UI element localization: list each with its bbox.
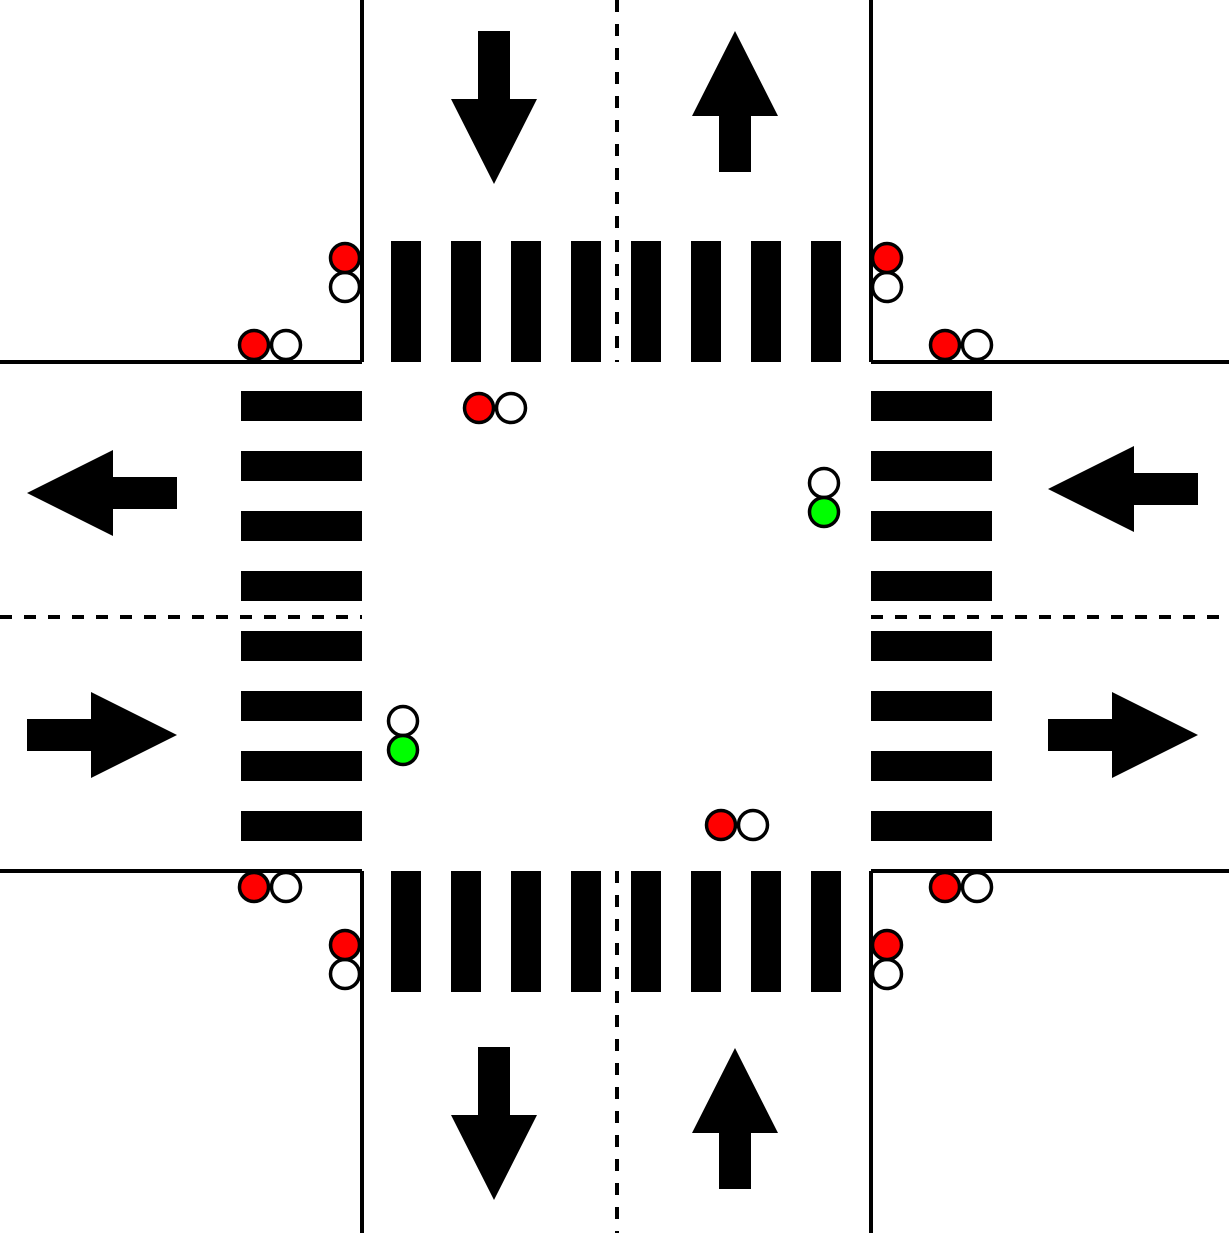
arrow-west-left: [27, 450, 177, 536]
crosswalk-south: [391, 871, 841, 992]
crosswalk-stripe: [871, 451, 992, 481]
signal-lamp-off: [269, 870, 303, 904]
arrow-west-right: [27, 692, 177, 778]
crosswalk-stripe: [241, 391, 362, 421]
pedestrian-signal-nw-crossing-north: [328, 241, 362, 304]
pedestrian-signal-ne-crossing-north: [870, 241, 904, 304]
crosswalk-stripe: [241, 631, 362, 661]
arrow-east-left: [1048, 446, 1198, 532]
crosswalk-stripe: [691, 871, 721, 992]
crosswalk-stripe: [871, 751, 992, 781]
arrow-north-up: [692, 31, 778, 172]
crosswalk-stripe: [751, 871, 781, 992]
pedestrian-signal-sw-crossing-west: [237, 870, 303, 904]
crosswalk-stripe: [631, 871, 661, 992]
vehicle-signal-south-approach: [704, 808, 770, 842]
crosswalk-stripe: [751, 241, 781, 362]
crosswalk-west: [241, 391, 362, 841]
arrow-north-down: [451, 31, 537, 184]
signal-lamp-off: [960, 870, 994, 904]
crosswalk-stripe: [241, 691, 362, 721]
signal-lamp-red: [328, 928, 362, 962]
lane-arrows: [27, 31, 1198, 1200]
pedestrian-signal-sw-crossing-south: [328, 928, 362, 991]
crosswalk-stripe: [511, 871, 541, 992]
signal-lamp-off: [870, 957, 904, 991]
signal-lamp-red: [928, 328, 962, 362]
crosswalk-stripe: [871, 631, 992, 661]
crosswalk-north: [391, 241, 841, 362]
crosswalk-stripe: [571, 871, 601, 992]
crosswalk-east: [871, 391, 992, 841]
vehicle-signal-west-approach: [386, 704, 420, 767]
crosswalk-stripe: [631, 241, 661, 362]
crosswalk-stripe: [451, 241, 481, 362]
arrow-east-right: [1048, 692, 1198, 778]
crosswalk-stripe: [241, 571, 362, 601]
pedestrian-signal-se-crossing-south: [870, 928, 904, 991]
crosswalk-stripe: [571, 241, 601, 362]
signals: [237, 241, 994, 991]
signal-lamp-red: [328, 241, 362, 275]
signal-lamp-red: [928, 870, 962, 904]
arrow-south-up: [692, 1048, 778, 1189]
signal-lamp-red: [704, 808, 738, 842]
signal-lamp-red: [237, 870, 271, 904]
signal-lamp-off: [960, 328, 994, 362]
crosswalk-stripe: [871, 391, 992, 421]
signal-lamp-off: [328, 270, 362, 304]
signal-lamp-red: [237, 328, 271, 362]
signal-lamp-green: [386, 733, 420, 767]
crosswalk-stripe: [511, 241, 541, 362]
crosswalk-stripe: [871, 511, 992, 541]
signal-lamp-green: [807, 495, 841, 529]
signal-lamp-off: [328, 957, 362, 991]
crosswalk-stripe: [391, 871, 421, 992]
crosswalk-stripe: [391, 241, 421, 362]
crosswalk-stripe: [241, 451, 362, 481]
pedestrian-signal-nw-crossing-west: [237, 328, 303, 362]
signal-lamp-off: [269, 328, 303, 362]
signal-lamp-off: [807, 466, 841, 500]
signal-lamp-off: [494, 391, 528, 425]
crosswalk-stripe: [451, 871, 481, 992]
signal-lamp-off: [736, 808, 770, 842]
vehicle-signal-east-approach: [807, 466, 841, 529]
crosswalk-stripe: [691, 241, 721, 362]
signal-lamp-off: [870, 270, 904, 304]
crosswalk-stripe: [871, 691, 992, 721]
crosswalk-stripe: [811, 871, 841, 992]
signal-lamp-red: [870, 241, 904, 275]
crosswalk-stripe: [871, 811, 992, 841]
crosswalk-stripe: [241, 751, 362, 781]
crosswalk-stripe: [811, 241, 841, 362]
signal-lamp-off: [386, 704, 420, 738]
signal-lamp-red: [462, 391, 496, 425]
crosswalks: [241, 241, 992, 992]
pedestrian-signal-ne-crossing-east: [928, 328, 994, 362]
vehicle-signal-north-approach: [462, 391, 528, 425]
signal-lamp-red: [870, 928, 904, 962]
arrow-south-down: [451, 1047, 537, 1200]
crosswalk-stripe: [241, 811, 362, 841]
crosswalk-stripe: [871, 571, 992, 601]
pedestrian-signal-se-crossing-east: [928, 870, 994, 904]
crosswalk-stripe: [241, 511, 362, 541]
